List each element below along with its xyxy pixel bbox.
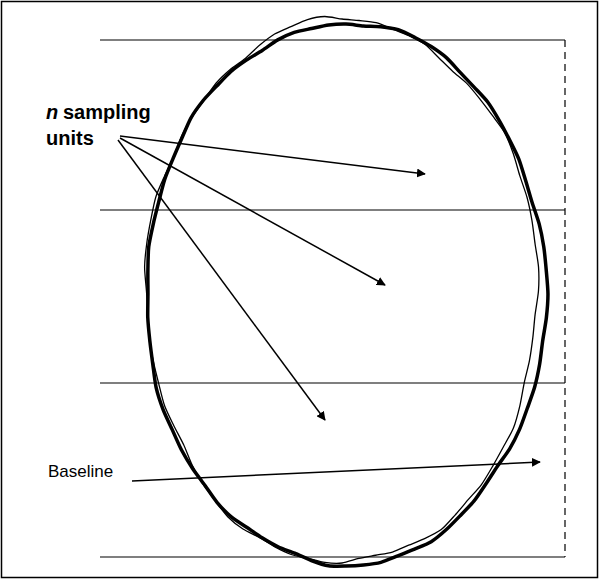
leader-arrow xyxy=(120,138,385,285)
baseline-dashed xyxy=(564,40,565,557)
stratum-line xyxy=(100,556,565,557)
leader-arrow xyxy=(132,462,540,481)
area-outlines xyxy=(145,17,548,567)
leader-arrow xyxy=(120,136,425,174)
leader-lines xyxy=(118,136,540,481)
sample-count: n xyxy=(46,99,58,125)
stratum-line xyxy=(100,382,565,383)
stratum-line xyxy=(100,39,565,40)
callout-label: Baseline xyxy=(48,459,113,485)
callout-label: sampling units xyxy=(46,99,176,151)
leader-arrow xyxy=(118,140,325,420)
area-outline xyxy=(148,24,548,566)
area-outline xyxy=(145,17,539,564)
strata-lines xyxy=(100,40,565,557)
